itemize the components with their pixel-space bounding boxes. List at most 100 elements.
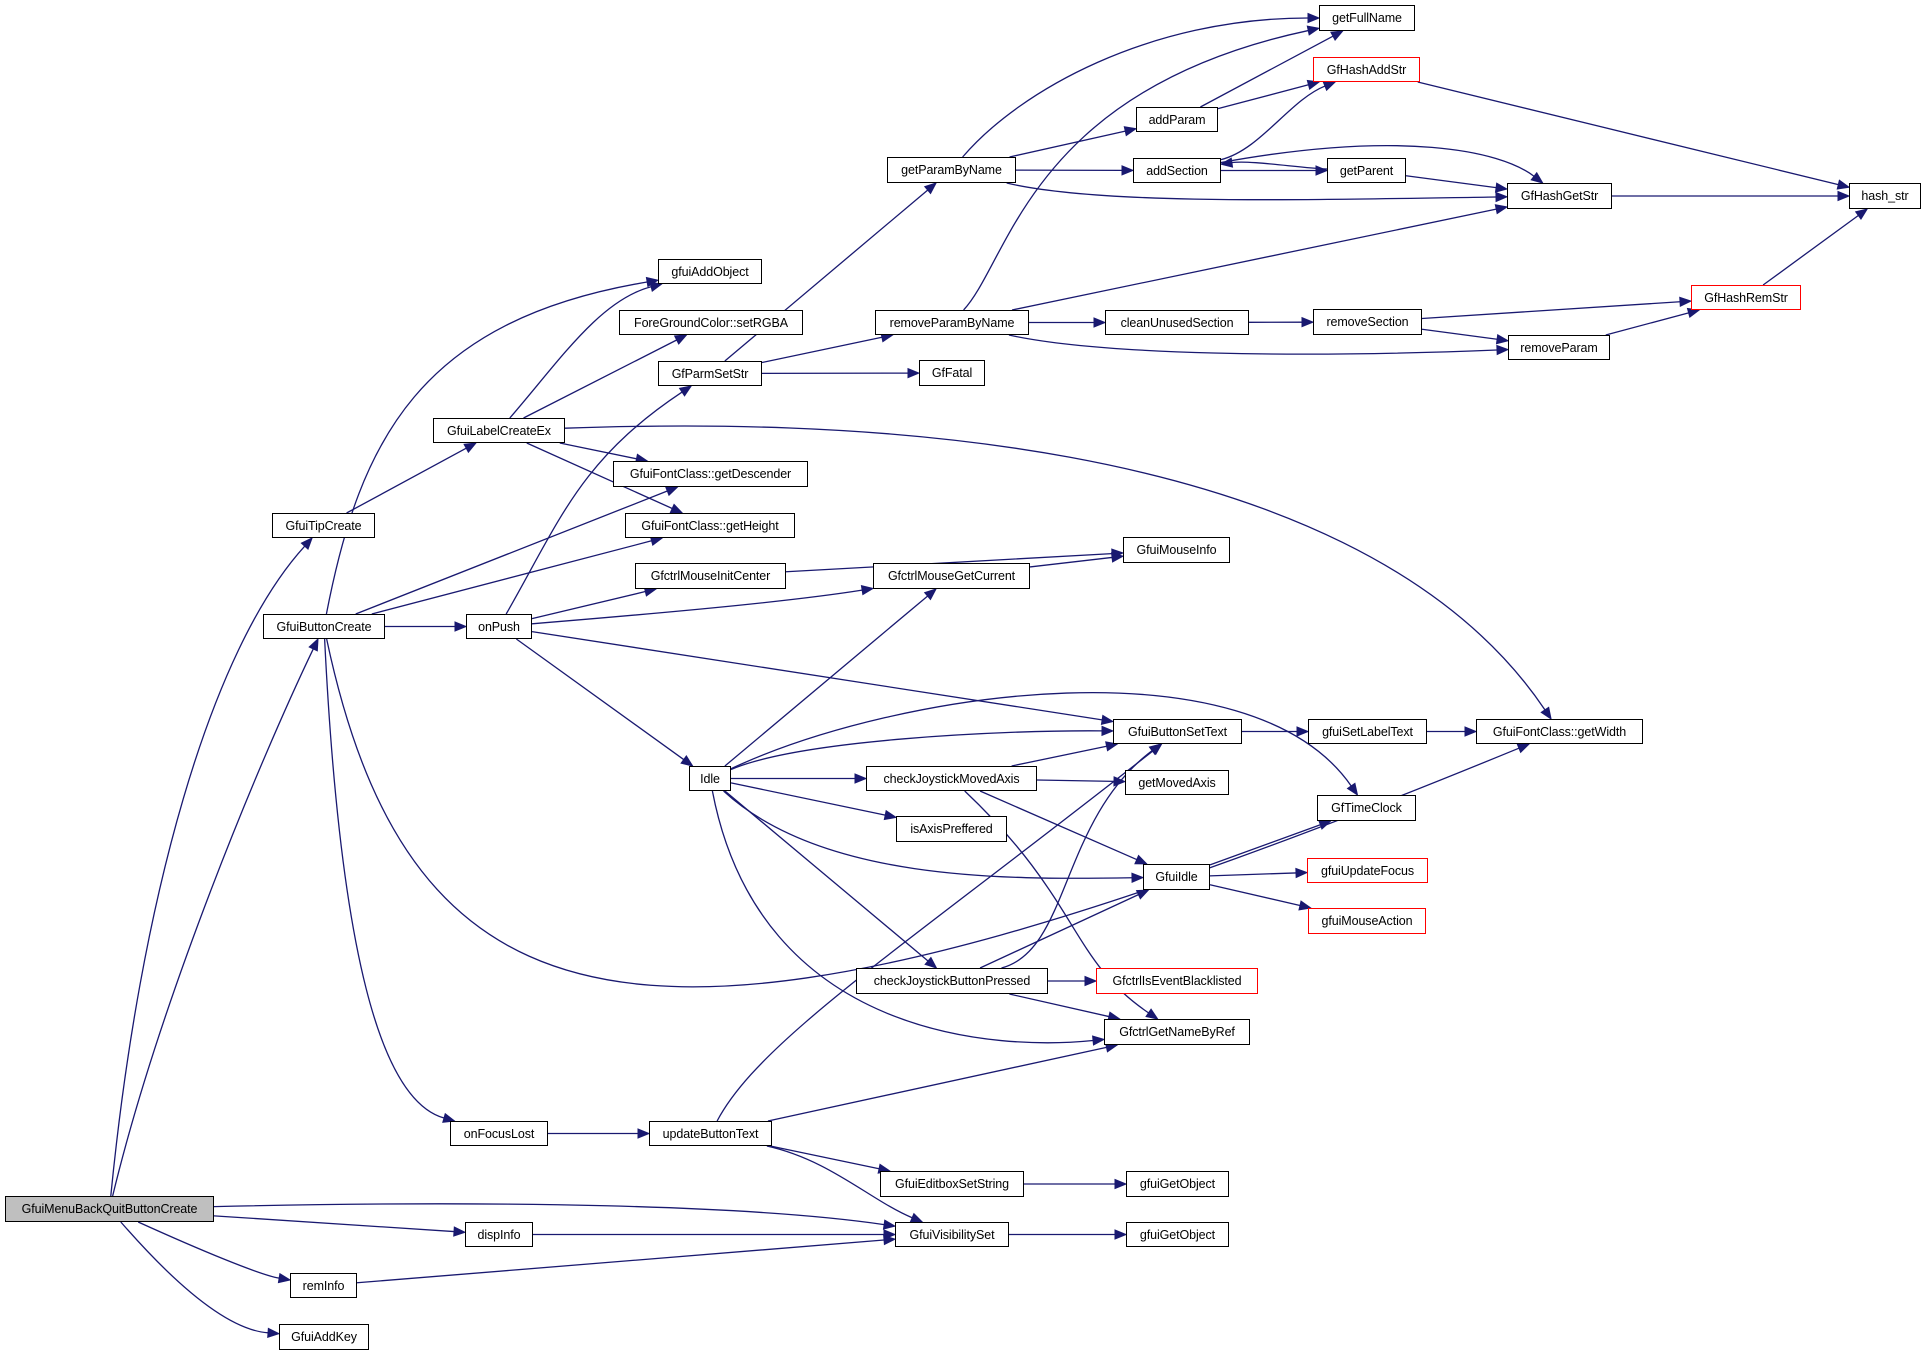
- graph-node-dispinfo[interactable]: dispInfo: [465, 1222, 533, 1247]
- graph-node-getobject1[interactable]: gfuiGetObject: [1126, 1171, 1229, 1197]
- graph-node-label: removeParamByName: [889, 315, 1015, 330]
- graph-node-getdescender[interactable]: GfuiFontClass::getDescender: [613, 461, 808, 487]
- graph-node-addkey[interactable]: GfuiAddKey: [279, 1324, 369, 1350]
- graph-node-getparent[interactable]: getParent: [1327, 158, 1406, 183]
- graph-node-labelcreateex[interactable]: GfuiLabelCreateEx: [433, 418, 565, 443]
- arrowhead-icon: [678, 385, 693, 397]
- call-edge-idle-to-gfuiidle: [723, 790, 1133, 879]
- call-edge-idle-to-mousegetcurrent: [724, 595, 928, 767]
- call-edge-labelcreateex-to-getdescender: [559, 442, 637, 460]
- call-edge-removeparambyname-to-hashgetstr: [1011, 208, 1497, 311]
- graph-node-mousegetcurrent[interactable]: GfctrlMouseGetCurrent: [873, 563, 1030, 589]
- graph-node-setlabeltext[interactable]: gfuiSetLabelText: [1308, 719, 1427, 744]
- graph-node-checkmovedaxis[interactable]: checkJoystickMovedAxis: [866, 766, 1037, 791]
- graph-node-updatefocus[interactable]: gfuiUpdateFocus: [1307, 858, 1428, 883]
- arrowhead-icon: [1679, 296, 1693, 308]
- graph-node-getmovedaxis[interactable]: getMovedAxis: [1125, 770, 1229, 795]
- graph-node-buttoncreate[interactable]: GfuiButtonCreate: [263, 614, 385, 639]
- graph-node-timeclock[interactable]: GfTimeClock: [1317, 795, 1416, 821]
- graph-node-hashgetstr[interactable]: GfHashGetStr: [1507, 183, 1612, 209]
- arrowhead-icon: [1114, 1178, 1128, 1190]
- arrowhead-icon: [1296, 726, 1310, 737]
- arrowhead-icon: [454, 621, 468, 632]
- graph-node-label: GfuiButtonSetText: [1127, 724, 1228, 739]
- graph-node-parmsetstr[interactable]: GfParmSetStr: [658, 361, 762, 386]
- arrowhead-icon: [1837, 190, 1851, 202]
- call-edge-mouseinitcenter-to-mouseinfo: [785, 552, 1113, 573]
- graph-node-mouseinitcenter[interactable]: GfctrlMouseInitCenter: [635, 563, 786, 589]
- graph-node-buttonsettext[interactable]: GfuiButtonSetText: [1113, 719, 1242, 744]
- graph-node-label: getMovedAxis: [1138, 775, 1216, 790]
- graph-node-addobject[interactable]: gfuiAddObject: [658, 259, 762, 284]
- arrowhead-icon: [1105, 741, 1119, 752]
- graph-node-getobject2[interactable]: gfuiGetObject: [1126, 1222, 1229, 1247]
- call-edge-updatebuttontext-to-getnamebyref: [767, 1046, 1107, 1122]
- graph-node-updatebuttontext[interactable]: updateButtonText: [649, 1121, 772, 1146]
- call-edge-checkmovedaxis-to-gfuiidle: [979, 790, 1137, 861]
- arrowhead-icon: [1494, 204, 1509, 215]
- graph-node-label: gfuiGetObject: [1139, 1177, 1216, 1191]
- graph-node-hashaddstr[interactable]: GfHashAddStr: [1313, 57, 1420, 82]
- graph-node-removeparambyname[interactable]: removeParamByName: [875, 310, 1029, 335]
- graph-node-mouseaction[interactable]: gfuiMouseAction: [1308, 908, 1426, 934]
- graph-node-hashstr[interactable]: hash_str: [1849, 183, 1921, 209]
- graph-node-addparam[interactable]: addParam: [1136, 107, 1218, 132]
- call-edge-buttoncreate-to-addobject: [325, 281, 648, 615]
- arrowhead-icon: [267, 1327, 281, 1339]
- graph-node-label: getFullName: [1332, 11, 1402, 25]
- graph-node-checkbuttonpressed[interactable]: checkJoystickButtonPressed: [856, 968, 1048, 994]
- graph-node-getwidth[interactable]: GfuiFontClass::getWidth: [1476, 719, 1643, 744]
- arrowhead-icon: [1295, 867, 1309, 879]
- call-edge-removeparam-to-hashremstr: [1605, 312, 1689, 336]
- graph-node-label: addParam: [1148, 112, 1206, 127]
- graph-node-onfocuslost[interactable]: onFocusLost: [450, 1121, 548, 1146]
- graph-node-root[interactable]: GfuiMenuBackQuitButtonCreate: [5, 1196, 214, 1222]
- graph-node-hashremstr[interactable]: GfHashRemStr: [1691, 285, 1801, 310]
- graph-node-label: GfctrlMouseGetCurrent: [887, 569, 1016, 583]
- call-edge-idle-to-checkbuttonpressed: [724, 790, 929, 962]
- graph-node-visibilityset[interactable]: GfuiVisibilitySet: [895, 1222, 1009, 1247]
- graph-node-getnamebyref[interactable]: GfctrlGetNameByRef: [1104, 1019, 1250, 1045]
- graph-node-label: gfuiGetObject: [1139, 1227, 1216, 1242]
- arrowhead-icon: [1318, 819, 1332, 830]
- call-edge-idle-to-getnamebyref: [711, 790, 1094, 1044]
- call-edge-root-to-addkey: [120, 1221, 269, 1334]
- graph-node-gfuiidle[interactable]: GfuiIdle: [1143, 864, 1210, 890]
- arrowhead-icon: [1854, 208, 1869, 221]
- graph-node-label: GfuiVisibilitySet: [909, 1227, 995, 1242]
- call-edge-onpush-to-mousegetcurrent: [531, 589, 863, 625]
- arrowhead-icon: [854, 773, 868, 784]
- arrowhead-icon: [669, 503, 684, 514]
- call-edge-onpush-to-buttonsettext: [531, 630, 1103, 721]
- arrowhead-icon: [300, 537, 313, 551]
- graph-node-getheight[interactable]: GfuiFontClass::getHeight: [625, 513, 795, 538]
- graph-node-onpush[interactable]: onPush: [466, 614, 532, 639]
- arrowhead-icon: [909, 1212, 924, 1223]
- arrowhead-icon: [883, 1234, 897, 1246]
- graph-node-setrgba[interactable]: ForeGroundColor::setRGBA: [619, 310, 803, 335]
- graph-node-isaxispreffered[interactable]: isAxisPreffered: [896, 816, 1007, 842]
- graph-node-mouseinfo[interactable]: GfuiMouseInfo: [1123, 537, 1230, 563]
- call-edge-buttoncreate-to-getheight: [371, 540, 652, 615]
- call-edge-buttoncreate-to-onfocuslost: [323, 638, 445, 1119]
- graph-node-iseventblacklisted[interactable]: GfctrlIsEventBlacklisted: [1096, 968, 1258, 994]
- graph-node-idle[interactable]: Idle: [689, 766, 731, 791]
- arrowhead-icon: [1110, 552, 1125, 563]
- graph-node-addsection[interactable]: addSection: [1133, 158, 1221, 183]
- graph-node-label: checkJoystickButtonPressed: [873, 974, 1031, 988]
- arrowhead-icon: [680, 755, 694, 767]
- call-edge-root-to-visibilityset: [213, 1203, 885, 1226]
- graph-node-tipcreate[interactable]: GfuiTipCreate: [272, 513, 375, 538]
- arrowhead-icon: [1496, 344, 1510, 356]
- graph-node-gffatal[interactable]: GfFatal: [919, 360, 985, 386]
- graph-node-removeparam[interactable]: removeParam: [1508, 335, 1610, 360]
- graph-node-getparambyname[interactable]: getParamByName: [887, 157, 1016, 183]
- arrowhead-icon: [882, 1219, 897, 1230]
- graph-node-cleanunusedsection[interactable]: cleanUnusedSection: [1105, 310, 1249, 335]
- graph-node-editboxsetstring[interactable]: GfuiEditboxSetString: [880, 1171, 1024, 1197]
- graph-node-getfullname[interactable]: getFullName: [1319, 5, 1415, 31]
- graph-node-label: gfuiSetLabelText: [1322, 724, 1413, 739]
- call-edge-removeparambyname-to-removeparam: [1008, 334, 1498, 355]
- graph-node-reminfo[interactable]: remInfo: [290, 1273, 357, 1298]
- graph-node-removesection[interactable]: removeSection: [1313, 309, 1422, 335]
